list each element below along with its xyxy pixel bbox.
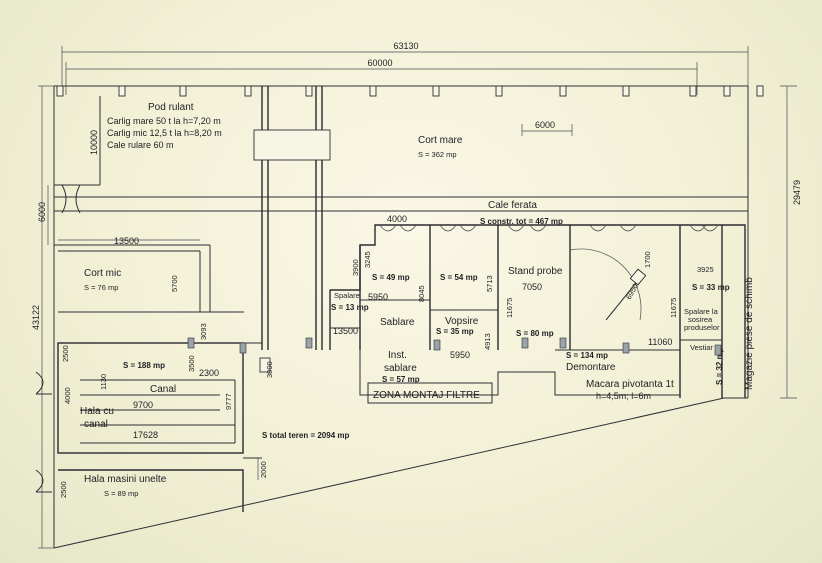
room-32-area: S = 32 mp [715, 347, 724, 385]
spalare-area: S = 13 mp [331, 303, 369, 312]
canal-label: Canal [150, 384, 176, 395]
pod-rulant-label: Pod rulant [148, 102, 194, 113]
dim-inner-width: 60000 [367, 58, 392, 68]
dim-4000v: 4000 [63, 387, 72, 404]
vopsire-label: Vopsire [445, 316, 479, 327]
dim-2300: 2300 [199, 368, 219, 378]
dim-11675a: 11675 [505, 298, 514, 318]
cort-mare-label: Cort mare [418, 135, 463, 146]
sablare-label: Sablare [380, 317, 415, 328]
inst-label: Inst. [388, 350, 407, 361]
s-total-label: S total teren = 2094 mp [262, 431, 349, 440]
cort-mic-label: Cort mic [84, 268, 121, 279]
demontare-label: Demontare [566, 362, 616, 373]
magazie-label: Magazie piese de schimb [744, 277, 755, 390]
room-49-area: S = 49 mp [372, 273, 410, 282]
crane-runway [253, 86, 331, 350]
hala-canal-area: S = 188 mp [123, 361, 165, 370]
dim-left-top: 10000 [89, 130, 99, 155]
spalare-room [329, 289, 361, 329]
room-54-area: S = 54 mp [440, 273, 478, 282]
dim-2500b: 2500 [59, 481, 68, 498]
dim-3925: 3925 [697, 265, 714, 274]
carlig-mic-label: Carlig mic 12,5 t la h=8,20 m [107, 128, 222, 138]
dim-1700: 1700 [643, 251, 652, 268]
spalare-sosirea-label-3: produselor [684, 323, 720, 332]
room-33-area: S = 33 mp [692, 283, 730, 292]
hala-masini-unelte [35, 457, 262, 512]
dimension-lines-top [61, 46, 749, 136]
railway-track [54, 196, 748, 212]
dim-5950b: 5950 [450, 350, 470, 360]
lot-boundary [38, 85, 797, 549]
dim-left-total: 43122 [31, 305, 41, 330]
dim-5700: 5700 [170, 275, 179, 292]
dim-3500: 3500 [187, 355, 196, 372]
door-markers [305, 337, 722, 356]
dim-left-rail: 6000 [37, 202, 47, 222]
dim-1130: 1130 [99, 374, 108, 390]
dim-13500b: 13500 [333, 326, 358, 336]
carlig-mare-label: Carlig mare 50 t la h=7,20 m [107, 116, 221, 126]
hala-masini-label: Hala masini unelte [84, 474, 167, 485]
dim-right-total: 29479 [792, 180, 802, 205]
left-gate [47, 96, 101, 245]
dim-3000: 3000 [265, 361, 274, 378]
dim-5713: 5713 [485, 275, 494, 292]
zona-montaj-label: ZONA MONTAJ FILTRE [373, 390, 480, 401]
macara-arc [569, 248, 647, 321]
s-constr-label: S constr. tot = 467 mp [480, 217, 563, 226]
cort-mic-area [54, 239, 244, 313]
dim-4913: 4913 [483, 333, 492, 350]
dim-3245: 3245 [363, 251, 372, 268]
dim-17628: 17628 [133, 430, 158, 440]
dim-13500a: 13500 [114, 236, 139, 246]
vestiar-label: Vestiar [690, 343, 713, 352]
dim-3093: 3093 [199, 323, 208, 340]
hala-canal-label: canal [84, 419, 108, 430]
vopsire-area: S = 35 mp [436, 327, 474, 336]
cort-mare-area: S = 362 mp [418, 150, 457, 159]
cale-ferata-label: Cale ferata [488, 200, 537, 211]
door-swings [379, 224, 719, 232]
dim-3900: 3900 [351, 259, 360, 276]
dim-8045: 8045 [417, 285, 426, 302]
room-80-area: S = 80 mp [516, 329, 554, 338]
dim-7050: 7050 [522, 282, 542, 292]
hala-cu-canal [35, 337, 271, 454]
stand-probe-label: Stand probe [508, 266, 563, 277]
cale-rulare-label: Cale rulare 60 m [107, 140, 174, 150]
dim-sablare-width: 4000 [387, 214, 407, 224]
spalare-label: Spalare [334, 291, 360, 300]
columns-top-row [56, 85, 764, 97]
room-134-area: S = 134 mp [566, 351, 608, 360]
macara-label: Macara pivotanta 1t [586, 379, 674, 390]
dim-9777: 9777 [224, 393, 233, 410]
dim-11060: 11060 [648, 337, 672, 347]
dim-2500a: 2500 [61, 345, 70, 362]
dim-11675b: 11675 [669, 298, 678, 318]
spalare-sosirea-label-2: sosirea [688, 315, 713, 324]
spalare-sosirea-label: Spalare la [684, 307, 719, 316]
dim-total-width: 63130 [393, 41, 418, 51]
dim-5950a: 5950 [368, 292, 388, 302]
dim-2000: 2000 [259, 461, 268, 478]
inst-sablare-label: sablare [384, 363, 417, 374]
cort-mic-area-label: S = 76 mp [84, 283, 118, 292]
inst-area: S = 57 mp [382, 375, 420, 384]
hala-cu-label: Hala cu [80, 406, 114, 417]
dim-9700: 9700 [133, 400, 153, 410]
dim-span: 6000 [535, 120, 555, 130]
macara-spec: h=4,5m; l=6m [596, 391, 651, 401]
hala-masini-area: S = 89 mp [104, 489, 138, 498]
